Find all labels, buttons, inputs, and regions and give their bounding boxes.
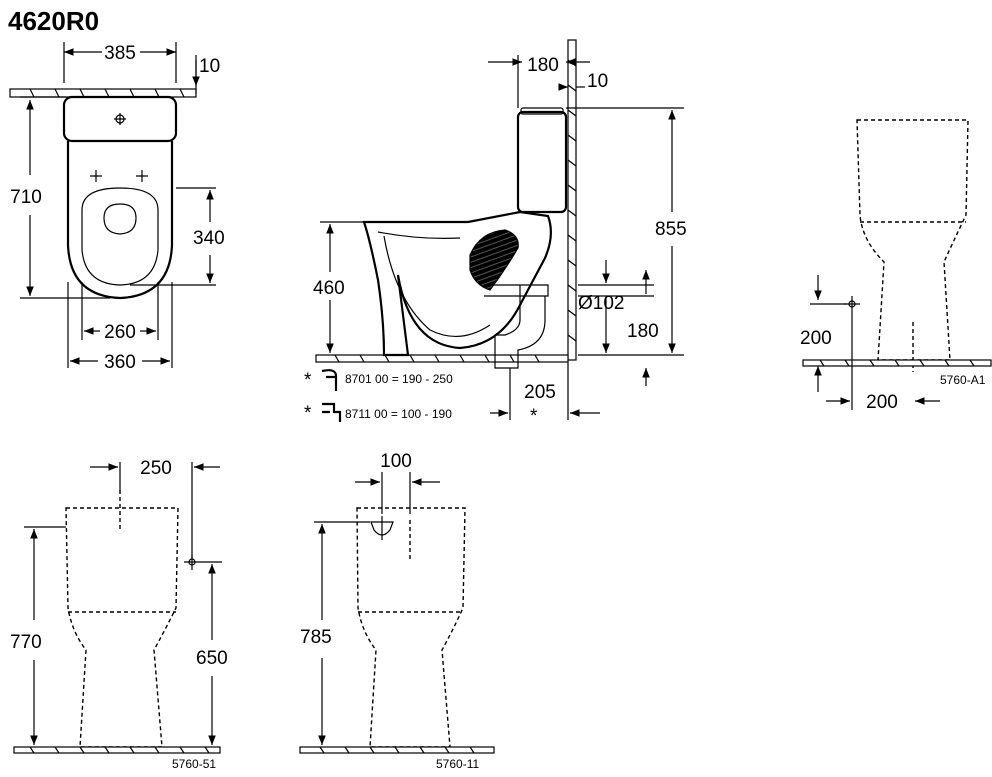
top-width-385-label: 385 — [104, 43, 136, 64]
view51-offset-250-label: 250 — [140, 458, 172, 479]
accessory-2-pipe-icon — [322, 402, 342, 422]
front-view-a1: 200 200 5760-A1 — [800, 119, 992, 413]
product-code-title: 4620R0 — [8, 6, 99, 36]
side-gap-10-label: 10 — [587, 71, 608, 92]
star-note: * — [530, 406, 538, 427]
view51-code-label: 5760-51 — [172, 757, 216, 771]
side-cistern-180-label: 180 — [527, 55, 559, 76]
top-seat-340-label: 340 — [193, 228, 225, 249]
top-width-360-label: 360 — [104, 352, 136, 373]
side-seat-460-label: 460 — [313, 278, 345, 299]
view11-offset-100-label: 100 — [380, 451, 412, 472]
front-view-11: 100 785 5760-11 — [299, 451, 495, 771]
view11-height-785-label: 785 — [300, 627, 332, 648]
side-projection-205-label: 205 — [524, 382, 556, 403]
drain-symbol-icon — [370, 521, 394, 536]
side-view: 180 10 855 460 Ø102 180 205 * 8701 00 = … — [304, 39, 687, 427]
front-view-51: 250 770 650 5760-51 — [10, 458, 228, 771]
view51-height-770-label: 770 — [10, 632, 42, 653]
view11-code-label: 5760-11 — [436, 757, 479, 771]
accessory-1-text: 8701 00 = 190 - 250 — [345, 372, 453, 386]
top-gap-10-label: 10 — [199, 56, 220, 77]
side-outlet-180-label: 180 — [627, 321, 659, 342]
side-height-855-label: 855 — [655, 219, 687, 240]
top-view: 385 10 710 340 260 360 — [9, 42, 225, 373]
a1-code-label: 5760-A1 — [940, 373, 986, 387]
side-pipe-diameter-label: Ø102 — [578, 293, 624, 314]
a1-height-200-label: 200 — [800, 328, 832, 349]
top-seat-260-label: 260 — [104, 322, 136, 343]
view51-height-650-label: 650 — [196, 648, 228, 669]
a1-offset-200-label: 200 — [866, 392, 898, 413]
accessory-2-star: * — [304, 403, 312, 424]
accessory-1-pipe-icon — [321, 369, 338, 391]
top-depth-710-label: 710 — [10, 187, 42, 208]
accessory-1-star: * — [304, 370, 312, 391]
accessory-2-text: 8711 00 = 100 - 190 — [345, 407, 452, 421]
